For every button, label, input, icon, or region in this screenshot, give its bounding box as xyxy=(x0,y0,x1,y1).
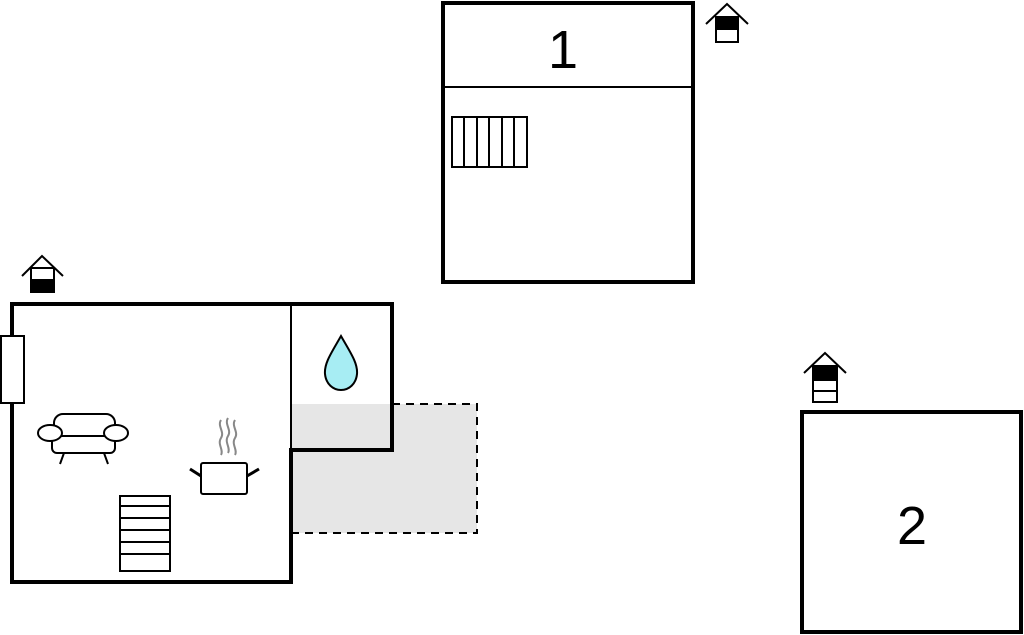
floor-indicator-second-icon xyxy=(803,351,847,403)
sofa-icon xyxy=(37,413,129,465)
terrace xyxy=(292,403,478,534)
floor-indicator-upper-icon xyxy=(705,2,749,43)
upper-floor-room xyxy=(441,1,695,284)
other-floor-room xyxy=(800,410,1023,634)
stairs-icon xyxy=(119,495,171,572)
floor-indicator-ground-icon xyxy=(21,254,64,293)
window-icon xyxy=(0,335,25,404)
stairs-icon xyxy=(451,116,528,168)
room-label-1: 1 xyxy=(548,20,578,80)
water-drop-icon xyxy=(323,333,359,392)
room-label-2: 2 xyxy=(897,496,927,556)
cooking-pot-icon xyxy=(189,417,260,495)
